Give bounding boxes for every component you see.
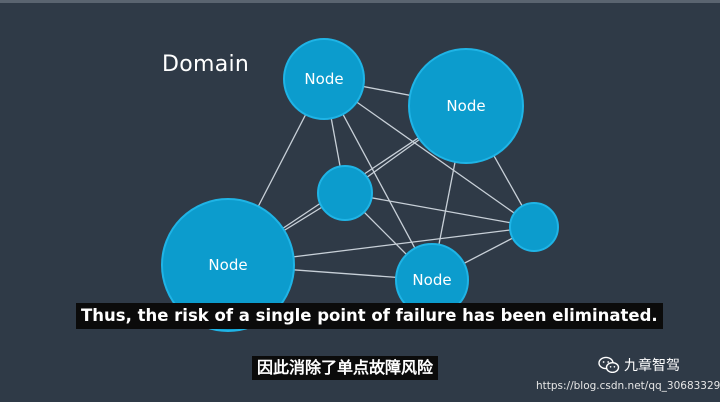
node-bottom: Node [395,243,469,317]
watermark-url: https://blog.csdn.net/qq_30683329 [536,380,720,392]
node-circle [317,165,373,221]
node-circle [509,202,559,252]
node-circle [161,198,295,332]
node-label: Node [412,271,451,289]
node-bottomleft: Node [161,198,295,332]
node-center [317,165,373,221]
edge-top-right [323,78,535,228]
node-circle [408,48,524,164]
node-label: Node [304,70,343,88]
node-label: Node [446,97,485,115]
watermark-brand-text: 九章智驾 [624,358,680,374]
node-circle [283,38,365,120]
edge-center-right [344,192,535,228]
node-top: Node [283,38,365,120]
node-right [509,202,559,252]
wechat-icon [598,356,620,374]
domain-title: Domain [162,52,250,77]
subtitle-chinese: 因此消除了单点故障风险 [252,356,439,380]
watermark-brand: 九章智驾 [598,355,680,375]
node-label: Node [208,256,247,274]
subtitle-english: Thus, the risk of a single point of fail… [76,303,663,329]
node-topright: Node [408,48,524,164]
